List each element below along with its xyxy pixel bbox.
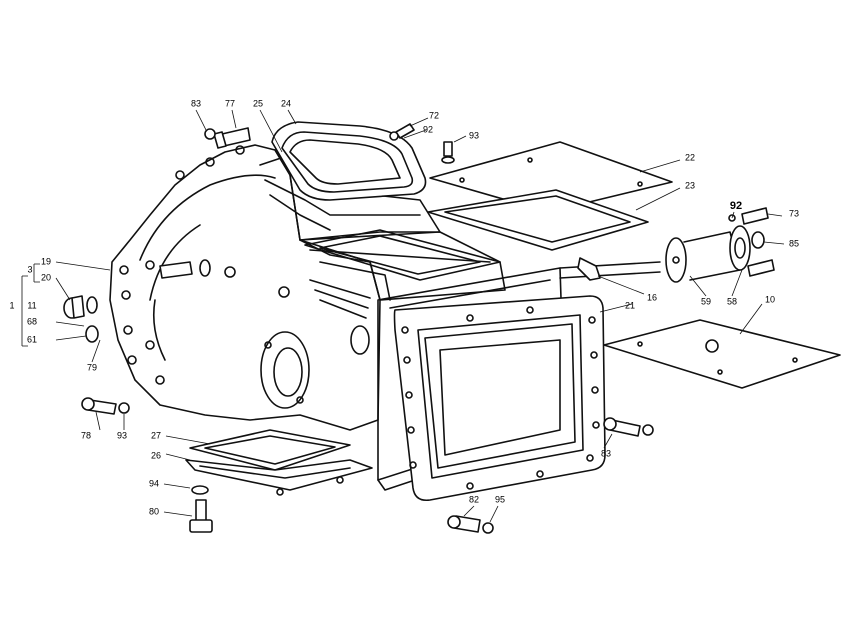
callout-94: 94 (149, 478, 159, 488)
lever-16 (577, 257, 601, 281)
top-cover-plate (271, 121, 427, 201)
callout-85: 85 (789, 238, 799, 248)
callout-23: 23 (685, 180, 695, 190)
callout-16: 16 (647, 292, 657, 302)
callout-79: 79 (87, 362, 97, 372)
callout-83-right: 83 (601, 448, 611, 458)
callout-61: 61 (27, 334, 37, 344)
fasteners (63, 123, 775, 534)
callout-25: 25 (253, 98, 263, 108)
rear-cover-gasket (393, 295, 606, 502)
bottom-plate-10 (603, 319, 841, 389)
callout-20: 20 (41, 272, 51, 282)
callout-82: 82 (469, 494, 479, 504)
callout-93-top: 93 (469, 130, 479, 140)
callout-92-top: 92 (423, 124, 433, 134)
callout-11: 11 (27, 300, 36, 310)
callout-labels: 83 77 25 24 72 92 93 22 23 92 73 85 3 19… (9, 98, 799, 516)
callout-1: 1 (9, 300, 14, 310)
callout-3: 3 (27, 264, 32, 274)
callout-95: 95 (495, 494, 505, 504)
callout-24: 24 (281, 98, 291, 108)
callout-92-right: 92 (730, 200, 742, 212)
callout-21: 21 (625, 300, 635, 310)
callout-80: 80 (149, 506, 159, 516)
callout-19: 19 (41, 256, 51, 266)
callout-72: 72 (429, 110, 439, 120)
callout-93-left: 93 (117, 430, 127, 440)
bottom-cover-26-27 (185, 429, 373, 496)
callout-27: 27 (151, 430, 161, 440)
callout-83-top: 83 (191, 98, 201, 108)
callout-73: 73 (789, 208, 799, 218)
callout-22: 22 (685, 152, 695, 162)
transmission-housing (109, 144, 661, 491)
callout-10: 10 (765, 294, 775, 304)
callout-68: 68 (27, 316, 37, 326)
output-shaft-flange (665, 214, 765, 283)
callout-78: 78 (81, 430, 91, 440)
callout-77: 77 (225, 98, 235, 108)
callout-26: 26 (151, 450, 161, 460)
gasket-plate-23 (427, 189, 649, 251)
callout-58: 58 (727, 296, 737, 306)
callout-59: 59 (701, 296, 711, 306)
leader-lines (21, 109, 785, 523)
